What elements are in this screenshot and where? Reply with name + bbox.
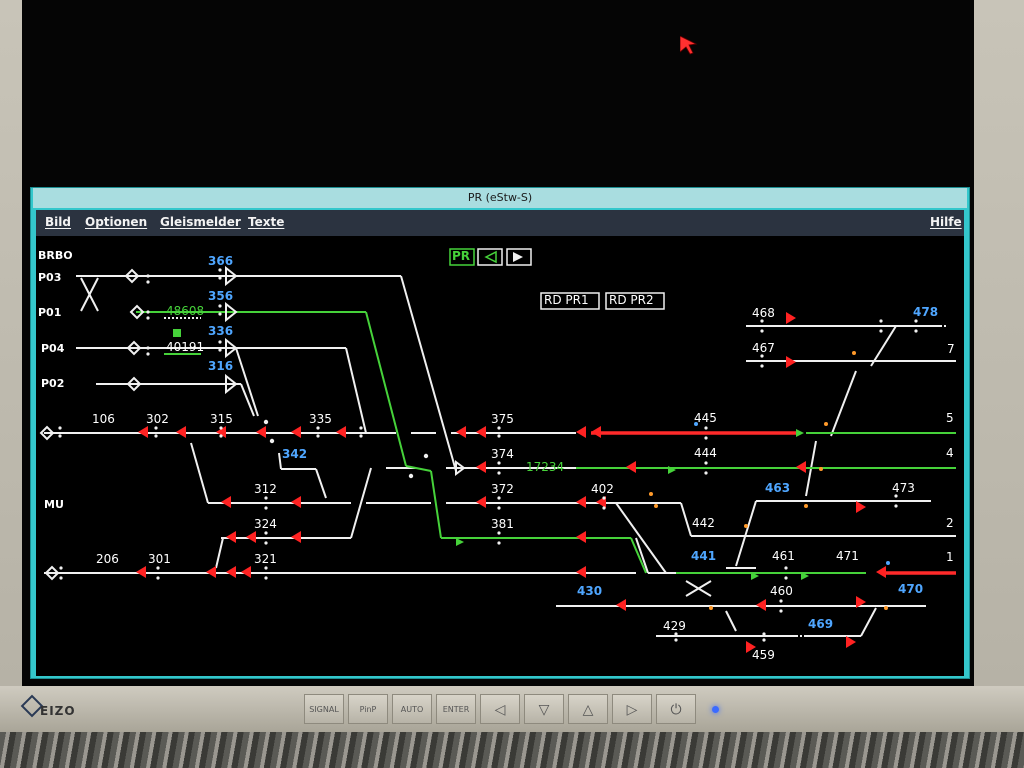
window-titlebar[interactable]: PR (eStw-S) <box>33 188 967 208</box>
train-indicator-box <box>173 329 181 337</box>
track-number-2: 2 <box>946 516 954 530</box>
cables-background <box>0 732 1024 768</box>
signal-label-blue[interactable]: 469 <box>808 617 834 631</box>
signal-label[interactable]: 312 <box>254 482 277 496</box>
signal-label[interactable]: 324 <box>254 517 277 531</box>
track-number-1: 1 <box>946 550 954 564</box>
signal-label[interactable]: 402 <box>591 482 614 496</box>
label-brbo: BRBO <box>38 249 73 262</box>
signal-label-blue[interactable]: 356 <box>208 289 234 303</box>
monitor-button-right[interactable]: ▷ <box>612 694 652 724</box>
signal-label[interactable]: 459 <box>752 648 775 662</box>
track-number-7: 7 <box>947 342 955 356</box>
window-title: PR (eStw-S) <box>467 191 533 204</box>
label-p01: P01 <box>38 306 62 319</box>
track-number-5: 5 <box>946 411 954 425</box>
monitor-button-auto[interactable]: AUTO <box>392 694 432 724</box>
mouse-pointer-icon <box>680 36 698 55</box>
signal-label[interactable]: 301 <box>148 552 171 566</box>
status-rd-pr2[interactable]: RD PR2 <box>609 293 654 307</box>
label-mu: MU <box>44 498 64 511</box>
signal-label-blue[interactable]: 366 <box>208 254 234 268</box>
signal-label[interactable]: 442 <box>692 516 715 530</box>
signal-label[interactable]: 372 <box>491 482 514 496</box>
signal-label[interactable]: 473 <box>892 481 915 495</box>
menu-gleismelder[interactable]: Gleismelder <box>160 215 241 229</box>
power-led <box>712 706 719 713</box>
signal-label[interactable]: 445 <box>694 411 717 425</box>
signal-label[interactable]: 471 <box>836 549 859 563</box>
green-signal-flags <box>456 429 809 580</box>
signal-label[interactable]: 321 <box>254 552 277 566</box>
signal-label[interactable]: 374 <box>491 447 514 461</box>
train-number-48608[interactable]: 48608 <box>166 304 205 318</box>
monitor-button-pinp[interactable]: PinP <box>348 694 388 724</box>
signal-label[interactable]: 381 <box>491 517 514 531</box>
menu-bar: Bild Optionen Gleismelder Texte Hilfe <box>36 210 964 236</box>
track-diagram[interactable]: BRBO P03 P01 P04 P02 MU PR RD PR1 RD PR2… <box>36 236 964 676</box>
dotted-tracks <box>164 317 946 637</box>
monitor-power-button[interactable]: ⏻ <box>656 694 696 724</box>
menu-optionen[interactable]: Optionen <box>85 215 148 229</box>
train-number-40191[interactable]: 40191 <box>166 340 205 354</box>
menu-bild[interactable]: Bild <box>45 215 71 229</box>
status-box-group <box>449 248 665 310</box>
menu-texte[interactable]: Texte <box>248 215 285 229</box>
label-p03: P03 <box>38 271 62 284</box>
label-p02: P02 <box>41 377 65 390</box>
monitor-button-signal[interactable]: SIGNAL 1·2 <box>304 694 344 744</box>
signal-label-blue[interactable]: 342 <box>282 447 308 461</box>
monitor-brand: EIZO <box>40 704 76 718</box>
train-number-17234[interactable]: 17234 <box>526 460 565 474</box>
signal-label-blue[interactable]: 478 <box>913 305 939 319</box>
monitor-button-enter[interactable]: ENTER <box>436 694 476 724</box>
status-pr[interactable]: PR <box>452 249 471 263</box>
signal-label-blue[interactable]: 441 <box>691 549 717 563</box>
signal-label[interactable]: 106 <box>92 412 115 426</box>
status-rd-pr1[interactable]: RD PR1 <box>544 293 589 307</box>
label-p04: P04 <box>41 342 65 355</box>
monitor-button-up[interactable]: △ <box>568 694 608 724</box>
signal-label-blue[interactable]: 463 <box>765 481 791 495</box>
occupied-tracks <box>591 431 956 575</box>
route-set-tracks <box>136 311 956 574</box>
menu-hilfe[interactable]: Hilfe <box>930 215 962 229</box>
switch-points <box>58 268 918 642</box>
signal-label[interactable]: 206 <box>96 552 119 566</box>
signal-label[interactable]: 468 <box>752 306 775 320</box>
signal-label[interactable]: 444 <box>694 446 717 460</box>
track-number-4: 4 <box>946 446 954 460</box>
signal-label[interactable]: 302 <box>146 412 169 426</box>
signal-label[interactable]: 460 <box>770 584 793 598</box>
signal-label-blue[interactable]: 430 <box>577 584 603 598</box>
entry-markers <box>39 265 466 581</box>
signal-label-blue[interactable]: 336 <box>208 324 234 338</box>
monitor-button-down[interactable]: ▽ <box>524 694 564 724</box>
app-window: PR (eStw-S) Bild Optionen Gleismelder Te… <box>30 187 970 679</box>
signal-label[interactable]: 429 <box>663 619 686 633</box>
signal-label-blue[interactable]: 316 <box>208 359 234 373</box>
signal-label[interactable]: 467 <box>752 341 775 355</box>
signal-label-blue[interactable]: 470 <box>898 582 924 596</box>
signal-label[interactable]: 375 <box>491 412 514 426</box>
signal-label[interactable]: 315 <box>210 412 233 426</box>
monitor-button-left[interactable]: ◁ <box>480 694 520 724</box>
signal-label[interactable]: 461 <box>772 549 795 563</box>
indicator-dots <box>649 351 890 610</box>
track-diagram-svg[interactable] <box>36 236 964 676</box>
signal-label[interactable]: 335 <box>309 412 332 426</box>
